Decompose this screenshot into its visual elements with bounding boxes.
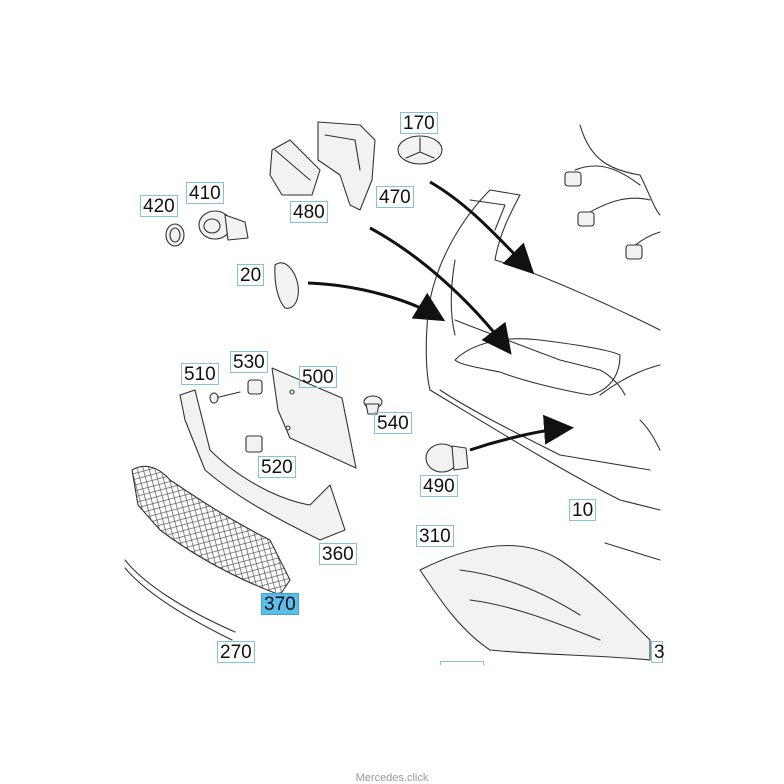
callout-10[interactable]: 10 bbox=[569, 499, 597, 521]
control-unit-480[interactable] bbox=[269, 139, 321, 196]
callout-410[interactable]: 410 bbox=[186, 182, 224, 204]
callout-cut-off[interactable] bbox=[440, 661, 484, 665]
site-footer: Mercedes.click bbox=[355, 772, 429, 784]
callout-420[interactable]: 420 bbox=[140, 195, 178, 217]
callout-520[interactable]: 520 bbox=[258, 456, 296, 478]
clip-520[interactable] bbox=[245, 435, 263, 453]
parking-sensor-490[interactable] bbox=[425, 443, 469, 473]
front-bumper[interactable] bbox=[425, 189, 661, 511]
license-plate-bracket-500[interactable] bbox=[271, 367, 357, 469]
trim-strip-270[interactable] bbox=[124, 559, 236, 641]
callout-540[interactable]: 540 bbox=[374, 412, 412, 434]
callout-20[interactable]: 20 bbox=[237, 264, 265, 286]
clip-nut-530[interactable] bbox=[247, 379, 263, 395]
callout-170[interactable]: 170 bbox=[400, 112, 438, 134]
bolt-510[interactable] bbox=[209, 391, 241, 404]
rivet-540[interactable] bbox=[363, 395, 383, 415]
trim-right[interactable] bbox=[604, 542, 661, 561]
callout-3[interactable]: 3 bbox=[651, 641, 665, 663]
callout-530[interactable]: 530 bbox=[230, 351, 268, 373]
callout-270[interactable]: 270 bbox=[217, 641, 255, 663]
sensor-ring-420[interactable] bbox=[165, 223, 185, 247]
callout-470[interactable]: 470 bbox=[376, 186, 414, 208]
underbody-panel-310[interactable] bbox=[419, 544, 651, 661]
wiring-harness[interactable] bbox=[564, 124, 661, 260]
bracket-470[interactable] bbox=[317, 121, 376, 211]
callout-370-selected[interactable]: 370 bbox=[261, 593, 299, 615]
callout-310[interactable]: 310 bbox=[416, 525, 454, 547]
callout-480[interactable]: 480 bbox=[290, 201, 328, 223]
callout-360[interactable]: 360 bbox=[319, 543, 357, 565]
bumper-bracket-360[interactable] bbox=[179, 389, 346, 541]
callout-510[interactable]: 510 bbox=[181, 363, 219, 385]
callout-500[interactable]: 500 bbox=[299, 366, 337, 388]
star-emblem[interactable] bbox=[397, 135, 443, 165]
tow-hook-cover-20[interactable] bbox=[274, 262, 299, 309]
callout-490[interactable]: 490 bbox=[420, 475, 458, 497]
grille-370[interactable] bbox=[131, 465, 291, 596]
parking-sensor-410[interactable] bbox=[198, 210, 249, 241]
